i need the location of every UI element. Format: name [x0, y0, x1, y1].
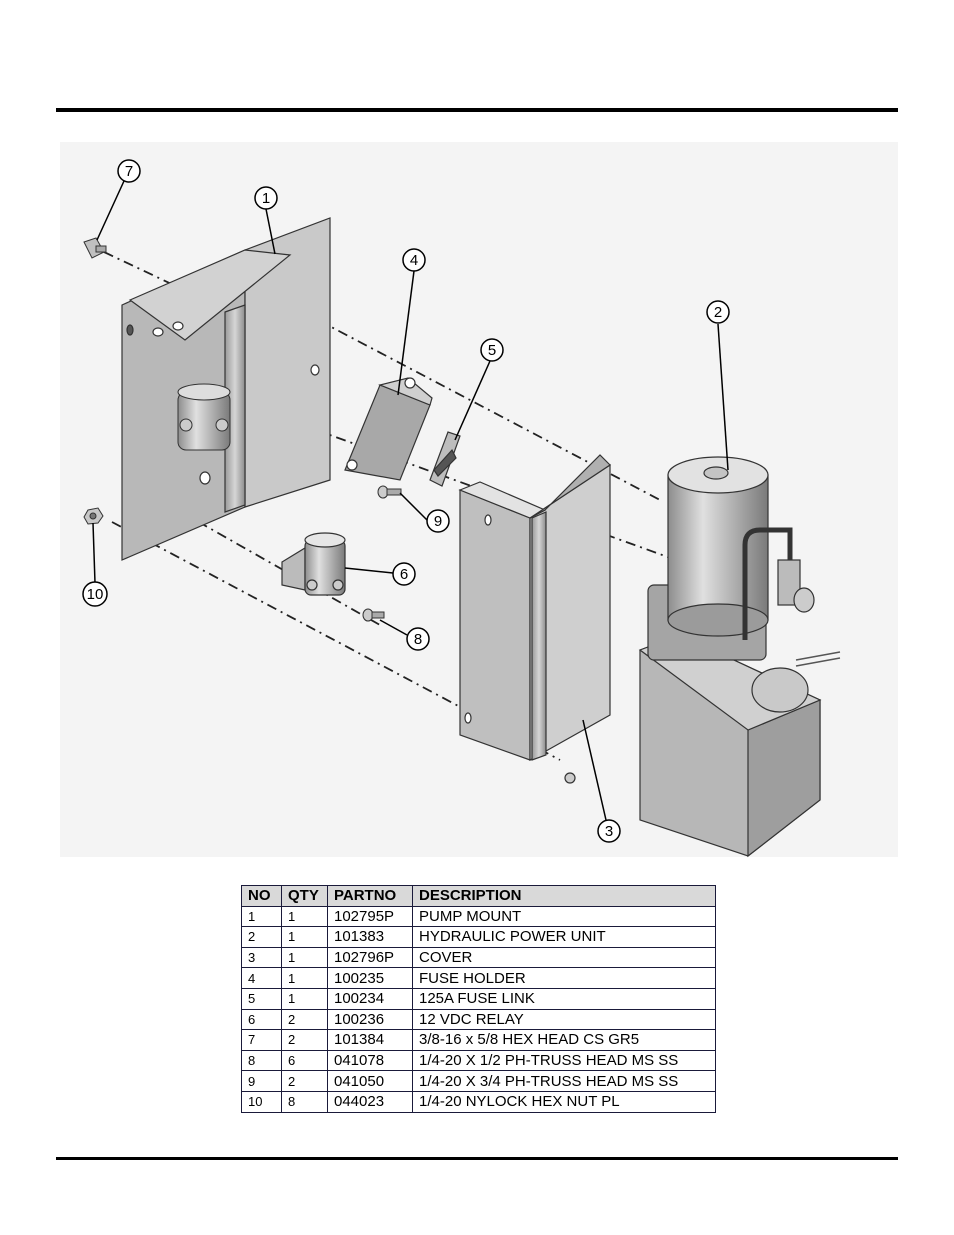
- callout-label: 1: [262, 190, 270, 207]
- cell-no: 1: [241, 905, 282, 928]
- table-row: 9 2 041050 1/4-20 X 3/4 PH-TRUSS HEAD MS…: [241, 1070, 716, 1092]
- cell-qty: 1: [281, 967, 328, 989]
- hydraulic-power-unit: [638, 456, 841, 858]
- relay: [281, 532, 346, 596]
- cell-partno: 041050: [327, 1070, 413, 1092]
- header-rule: [56, 108, 898, 112]
- table-row: 2 1 101383 HYDRAULIC POWER UNIT: [241, 926, 716, 948]
- table-row: 4 1 100235 FUSE HOLDER: [241, 967, 716, 989]
- callout-label: 4: [410, 252, 418, 269]
- cell-qty: 2: [281, 1070, 328, 1092]
- callout-label: 2: [714, 304, 722, 321]
- exploded-parts-diagram: 1 2 3 4 5 6 7 8: [60, 142, 898, 858]
- cell-partno: 044023: [327, 1090, 413, 1113]
- table-row: 6 2 100236 12 VDC RELAY: [241, 1008, 716, 1031]
- callout-label: 3: [605, 823, 613, 840]
- cell-no: 4: [241, 967, 282, 989]
- table-row: 1 1 102795P PUMP MOUNT: [241, 905, 716, 928]
- callout-label: 9: [434, 513, 442, 530]
- fuse-link: [429, 431, 461, 487]
- cell-qty: 1: [281, 905, 328, 928]
- callout-5: 5: [480, 338, 504, 362]
- header-description: DESCRIPTION: [412, 885, 716, 907]
- callout-label: 5: [488, 342, 496, 359]
- cell-no: 5: [241, 987, 282, 1010]
- callout-4: 4: [402, 248, 426, 272]
- cell-qty: 1: [281, 946, 328, 969]
- cell-partno: 101383: [327, 926, 413, 948]
- truss-head-screw-9: [377, 485, 402, 499]
- callout-6: 6: [392, 562, 416, 586]
- table-row: 7 2 101384 3/8-16 x 5/8 HEX HEAD CS GR5: [241, 1029, 716, 1051]
- cell-description: 12 VDC RELAY: [412, 1008, 716, 1031]
- header-partno: PARTNO: [327, 885, 413, 907]
- cell-qty: 2: [281, 1029, 328, 1051]
- cell-description: 1/4-20 NYLOCK HEX NUT PL: [412, 1090, 716, 1113]
- callout-3: 3: [597, 819, 621, 843]
- callout-label: 7: [125, 163, 133, 180]
- cell-description: FUSE HOLDER: [412, 967, 716, 989]
- cell-partno: 102796P: [327, 946, 413, 969]
- cell-partno: 102795P: [327, 905, 413, 928]
- header-no: NO: [241, 885, 282, 907]
- relay-on-plate: [177, 383, 231, 451]
- footer-rule: [56, 1157, 898, 1160]
- cell-description: 3/8-16 x 5/8 HEX HEAD CS GR5: [412, 1029, 716, 1051]
- truss-head-screw-8: [362, 608, 385, 622]
- cell-no: 9: [241, 1070, 282, 1092]
- cell-description: 125A FUSE LINK: [412, 987, 716, 1010]
- callout-7: 7: [117, 159, 141, 183]
- header-qty: QTY: [281, 885, 328, 907]
- cell-qty: 6: [281, 1049, 328, 1072]
- fuse-holder: [344, 377, 433, 481]
- cell-qty: 2: [281, 1008, 328, 1031]
- cell-partno: 100234: [327, 987, 413, 1010]
- callout-10: 10: [82, 581, 108, 607]
- table-row: 3 1 102796P COVER: [241, 946, 716, 969]
- cell-partno: 100235: [327, 967, 413, 989]
- cell-no: 7: [241, 1029, 282, 1051]
- cell-partno: 100236: [327, 1008, 413, 1031]
- callouts: 1 2 3 4 5 6 7 8: [82, 159, 730, 843]
- table-header-row: NO QTY PARTNO DESCRIPTION: [241, 885, 716, 907]
- callout-2: 2: [706, 300, 730, 324]
- cell-description: COVER: [412, 946, 716, 969]
- table-row: 10 8 044023 1/4-20 NYLOCK HEX NUT PL: [241, 1090, 716, 1113]
- cell-partno: 101384: [327, 1029, 413, 1051]
- cell-partno: 041078: [327, 1049, 413, 1072]
- cell-description: 1/4-20 X 1/2 PH-TRUSS HEAD MS SS: [412, 1049, 716, 1072]
- cell-no: 8: [241, 1049, 282, 1072]
- callout-8: 8: [406, 627, 430, 651]
- callout-label: 8: [414, 631, 422, 648]
- cell-no: 3: [241, 946, 282, 969]
- cell-no: 2: [241, 926, 282, 948]
- cell-no: 10: [241, 1090, 282, 1113]
- nylock-nut: [83, 507, 104, 525]
- cell-qty: 1: [281, 987, 328, 1010]
- hex-head-bolt: [83, 237, 107, 259]
- cell-description: 1/4-20 X 3/4 PH-TRUSS HEAD MS SS: [412, 1070, 716, 1092]
- cell-description: HYDRAULIC POWER UNIT: [412, 926, 716, 948]
- leader-lines: [92, 180, 729, 821]
- callout-label: 6: [400, 566, 408, 583]
- callout-label: 10: [87, 586, 104, 603]
- cell-no: 6: [241, 1008, 282, 1031]
- table-row: 5 1 100234 125A FUSE LINK: [241, 987, 716, 1010]
- table-row: 8 6 041078 1/4-20 X 1/2 PH-TRUSS HEAD MS…: [241, 1049, 716, 1072]
- callout-9: 9: [426, 509, 450, 533]
- cell-qty: 8: [281, 1090, 328, 1113]
- cover: [458, 454, 611, 784]
- cell-description: PUMP MOUNT: [412, 905, 716, 928]
- callout-1: 1: [254, 186, 278, 210]
- parts-table: NO QTY PARTNO DESCRIPTION 1 1 102795P PU…: [241, 885, 716, 1113]
- cell-qty: 1: [281, 926, 328, 948]
